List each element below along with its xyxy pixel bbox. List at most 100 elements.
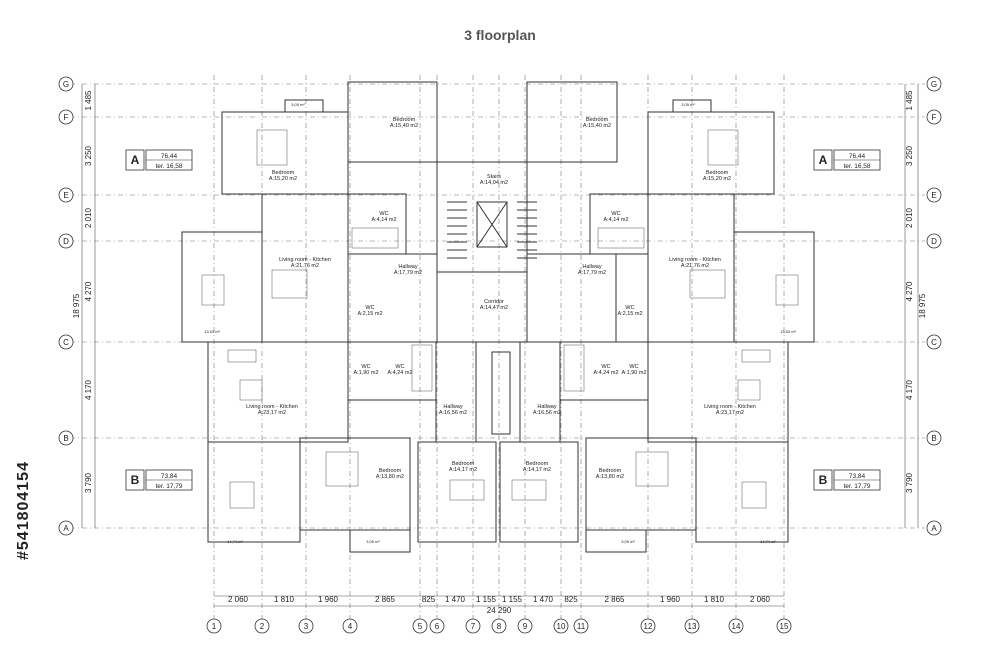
terrace-a-left (181, 231, 263, 343)
room-name: Bedroom (379, 468, 402, 474)
balcony-top-left (284, 99, 324, 113)
row-axis-circle (926, 76, 942, 92)
column-dimension: 1 960 (318, 595, 339, 604)
column-axis-circle (776, 618, 792, 634)
room-name: Living room - Kitchen (246, 404, 298, 410)
wc-a-right (589, 193, 649, 255)
wc-a-left (347, 193, 407, 255)
room-name: Bedroom (526, 461, 549, 467)
elevator-shaft (476, 201, 508, 248)
room-name: WC (601, 364, 610, 370)
stair-core (436, 161, 528, 273)
row-axis-label: F (64, 113, 69, 122)
balcony-top-right (672, 99, 712, 113)
row-axis-label: A (931, 524, 937, 533)
column-axis-label: 12 (644, 622, 653, 631)
sofa (227, 349, 257, 363)
column-axis-label: 15 (780, 622, 789, 631)
bathtub (597, 227, 645, 249)
apartment-letter: A (819, 153, 828, 167)
row-axis-label: A (63, 524, 69, 533)
apartment-letter-box (813, 469, 833, 491)
terrace-area-label: 13,53 m² (204, 329, 220, 334)
room-name: WC (395, 364, 404, 370)
apartment-terrace: ter. 17,79 (155, 483, 182, 490)
terrace-b-left (207, 441, 301, 543)
apartment-area: 73,84 (161, 473, 178, 480)
column-axis-label: 8 (497, 622, 502, 631)
column-dimension: 1 810 (274, 595, 295, 604)
bed (707, 129, 739, 166)
room-name: Hallway (537, 404, 557, 410)
row-axis-circle (58, 520, 74, 536)
room-name: Bedroom (272, 170, 295, 176)
room-name: WC (365, 305, 374, 311)
row-axis-circle (926, 233, 942, 249)
elevator-cross (476, 201, 508, 248)
room-area: A:21,76 m2 (681, 263, 709, 269)
column-axis-circle (298, 618, 314, 634)
column-axis-circle (573, 618, 589, 634)
terrace-area-label: 3,05 m² (681, 102, 695, 107)
table (239, 379, 263, 401)
watermark-id: #541804154 (15, 461, 32, 560)
hallway-b-left (435, 341, 477, 443)
total-height-right: 18 975 (918, 293, 927, 318)
room-name: Hallway (398, 264, 418, 270)
row-axis-label: B (63, 434, 68, 443)
sofa (741, 349, 771, 363)
dining-table (229, 481, 255, 509)
bed (256, 129, 288, 166)
column-dimension: 2 865 (604, 595, 625, 604)
bathtub (563, 344, 585, 392)
terrace-a-right (733, 231, 815, 343)
room-area: A:14,04 m2 (480, 180, 508, 186)
room-name: WC (611, 211, 620, 217)
column-axis-label: 14 (732, 622, 741, 631)
room-area: A:23,17 m2 (716, 410, 744, 416)
column-dimension: 1 470 (533, 595, 554, 604)
room-area: A:2,15 m2 (357, 311, 382, 317)
column-axis-circle (728, 618, 744, 634)
apartment-terrace: ter. 16,58 (155, 163, 182, 170)
room-area: A:4,24 m2 (387, 370, 412, 376)
living-b-right (647, 341, 789, 443)
terrace-area-label: 3,05 m² (291, 102, 305, 107)
living-b-left (207, 341, 349, 443)
room-name: Living room - Kitchen (704, 404, 756, 410)
shaft-corridor (491, 351, 511, 435)
room-area: A:14,17 m2 (523, 467, 551, 473)
room-area: A:4,14 m2 (371, 217, 396, 223)
row-axis-label: B (931, 434, 936, 443)
stair-flight-right (517, 201, 537, 259)
column-axis-circle (640, 618, 656, 634)
room-area: A:16,56 m2 (439, 410, 467, 416)
column-axis-circle (517, 618, 533, 634)
terrace-area-label: 14,74 m² (227, 539, 243, 544)
column-axis-circle (429, 618, 445, 634)
column-axis-circle (465, 618, 481, 634)
bed (635, 451, 669, 487)
balcony-bottom-left (349, 529, 411, 553)
bedroom-b2-left (417, 441, 497, 543)
apartment-letter: B (131, 473, 140, 487)
row-dimension-right: 3 790 (905, 472, 914, 493)
terrace-area-label: 13,53 m² (780, 329, 796, 334)
room-name: Bedroom (586, 117, 609, 123)
room-area: A:15,20 m2 (269, 176, 297, 182)
row-axis-circle (926, 109, 942, 125)
table (737, 379, 761, 401)
row-axis-label: C (931, 338, 937, 347)
row-dimension-right: 4 270 (905, 281, 914, 302)
outer-wall-right (526, 81, 618, 163)
apartment-terrace: ter. 16,58 (843, 163, 870, 170)
total-height-left: 18 975 (72, 293, 81, 318)
column-axis-circle (684, 618, 700, 634)
row-dimension-left: 4 270 (84, 281, 93, 302)
row-dimension-left: 1 485 (84, 90, 93, 111)
room-name: Living room - Kitchen (279, 257, 331, 263)
